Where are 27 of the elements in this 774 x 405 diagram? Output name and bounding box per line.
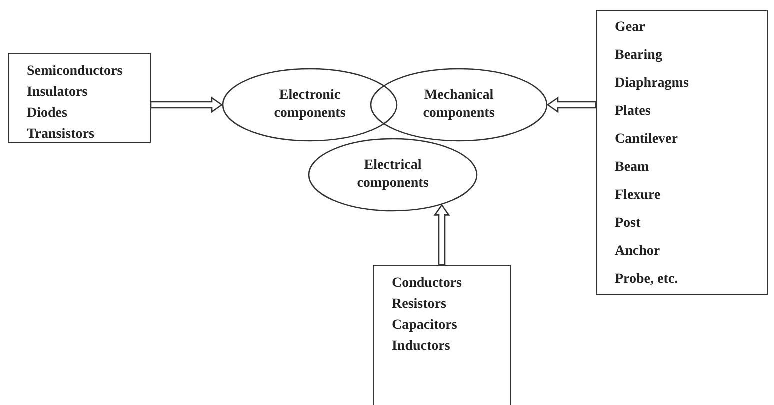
double-line-arrow	[434, 204, 450, 266]
list-item: Semiconductors	[27, 63, 123, 81]
list-item: Conductors	[392, 275, 462, 293]
double-line-arrow	[150, 96, 224, 114]
list-item: Flexure	[615, 187, 661, 205]
list-item: Probe, etc.	[615, 271, 678, 289]
list-item: Beam	[615, 159, 650, 177]
list-box	[8, 53, 151, 143]
list-item: Bearing	[615, 47, 662, 65]
list-item: Insulators	[27, 84, 88, 102]
list-item: Cantilever	[615, 131, 678, 149]
list-item: Diaphragms	[615, 75, 689, 93]
ellipse-label: Electrical components	[356, 157, 430, 193]
ellipse-label: Electronic components	[273, 87, 347, 123]
list-item: Capacitors	[392, 317, 458, 335]
list-item: Resistors	[392, 296, 446, 314]
list-item: Gear	[615, 19, 646, 37]
list-item: Anchor	[615, 243, 660, 261]
list-item: Diodes	[27, 105, 68, 123]
list-box	[596, 10, 768, 295]
double-line-arrow	[546, 96, 597, 114]
list-item: Transistors	[27, 126, 94, 144]
list-item: Inductors	[392, 338, 450, 356]
list-item: Post	[615, 215, 641, 233]
ellipse-label: Mechanical components	[422, 87, 496, 123]
list-item: Plates	[615, 103, 651, 121]
list-box	[373, 265, 511, 405]
